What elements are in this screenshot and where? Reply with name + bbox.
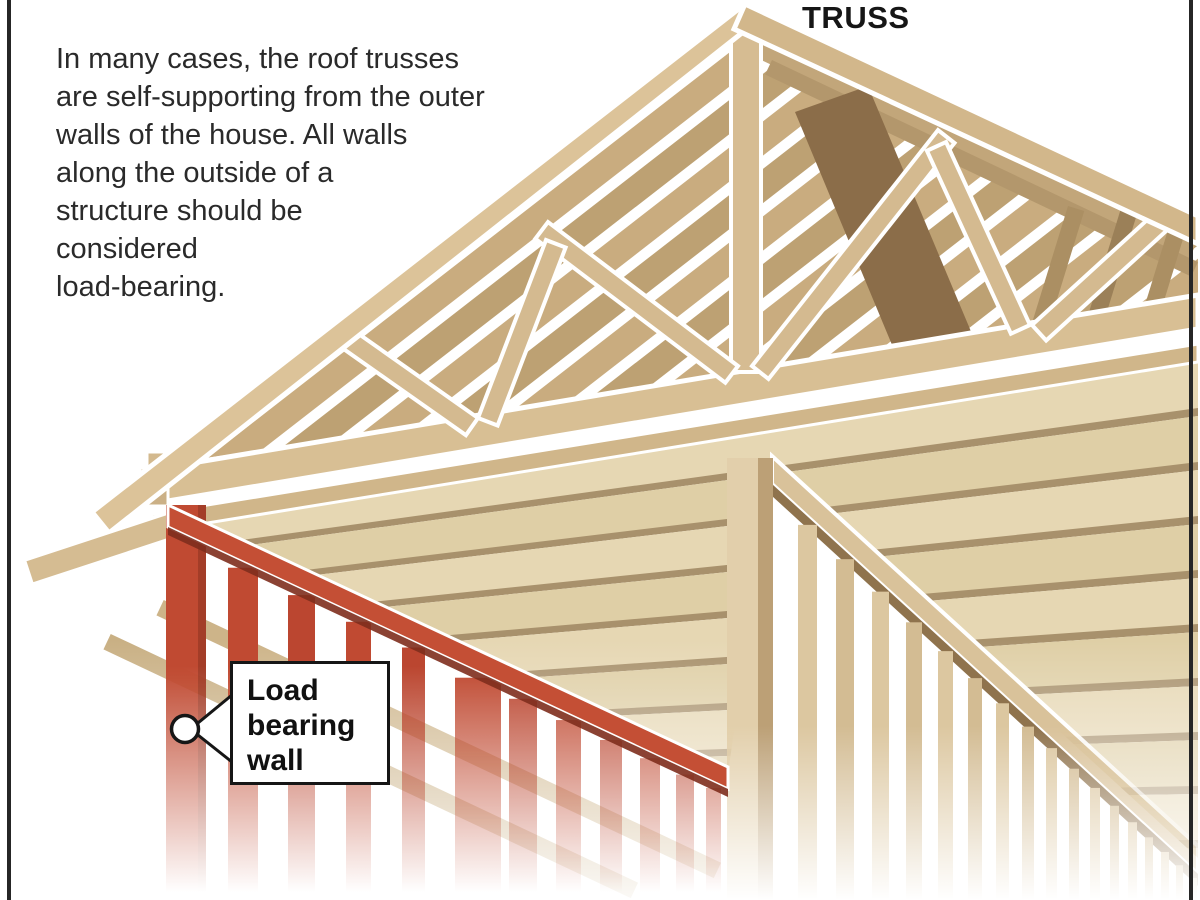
frame-left-border [7,0,11,900]
roof-shadow [795,86,988,400]
red-plate-shadow [168,527,728,797]
corner-stud [727,458,758,900]
right-top-chord [730,0,1200,248]
web-member [532,219,741,386]
annotation-line: walls of the house. All walls [56,119,408,151]
frame-right-border [1189,0,1193,900]
wall-stud [1145,837,1153,900]
slat-gap [140,516,1198,632]
annotation-text: In many cases, the roof trusses are self-… [56,40,596,306]
wall-stud [1046,748,1057,900]
wall-stud [968,678,982,900]
web-member [475,237,569,429]
front-truss [88,0,1200,537]
truss-label: TRUSS [802,0,910,35]
wall-stud [798,524,817,900]
wall-stud [1176,865,1183,900]
plate-shadow [772,484,1198,886]
lattice-chord [92,42,821,516]
red-stud [640,758,660,900]
wall-stud [1190,878,1197,900]
red-stud [455,677,501,900]
interior-wall [727,451,1200,900]
ceiling-slat [140,362,1198,554]
lattice-chord [92,24,783,516]
annotation-line: In many cases, the roof trusses [56,43,459,75]
slat-gap [140,462,1198,596]
red-stud [676,774,694,900]
annotation-line: load-bearing. [56,271,226,303]
load-bearing-wall [166,502,730,900]
annotation-line: structure should be [56,195,303,227]
slat-gap [140,408,1198,560]
annotation-line: considered [56,233,198,265]
wall-stud [906,622,922,900]
red-stud [706,787,721,900]
ceiling-slat [140,470,1198,626]
wall-stud [1069,768,1079,900]
callout-anchor-circle [169,713,201,745]
red-stud [509,698,537,900]
wall-stud [938,651,953,900]
load-bearing-wall-label: Load bearing wall [230,661,390,785]
wall-stud [872,591,889,900]
annotation-line: are self-supporting from the outer [56,81,485,113]
wall-stud [1090,787,1100,900]
wall-stud [1022,726,1034,900]
web-member [924,139,1033,337]
red-corner-stud-side [198,505,206,900]
wall-stud [1110,805,1119,900]
wall-stud [1128,822,1137,900]
red-stud [402,647,425,900]
wall-stud [836,559,854,900]
annotation-line: along the outside of a [56,157,334,189]
king-post [729,20,763,374]
corner-stud-side [758,458,773,900]
wall-stud [996,703,1009,900]
red-stud [556,720,581,900]
red-studs [166,505,721,900]
wall-stud [1161,851,1169,900]
web-member [749,127,958,382]
ceiling-slat [140,416,1198,590]
red-stud [600,739,622,900]
